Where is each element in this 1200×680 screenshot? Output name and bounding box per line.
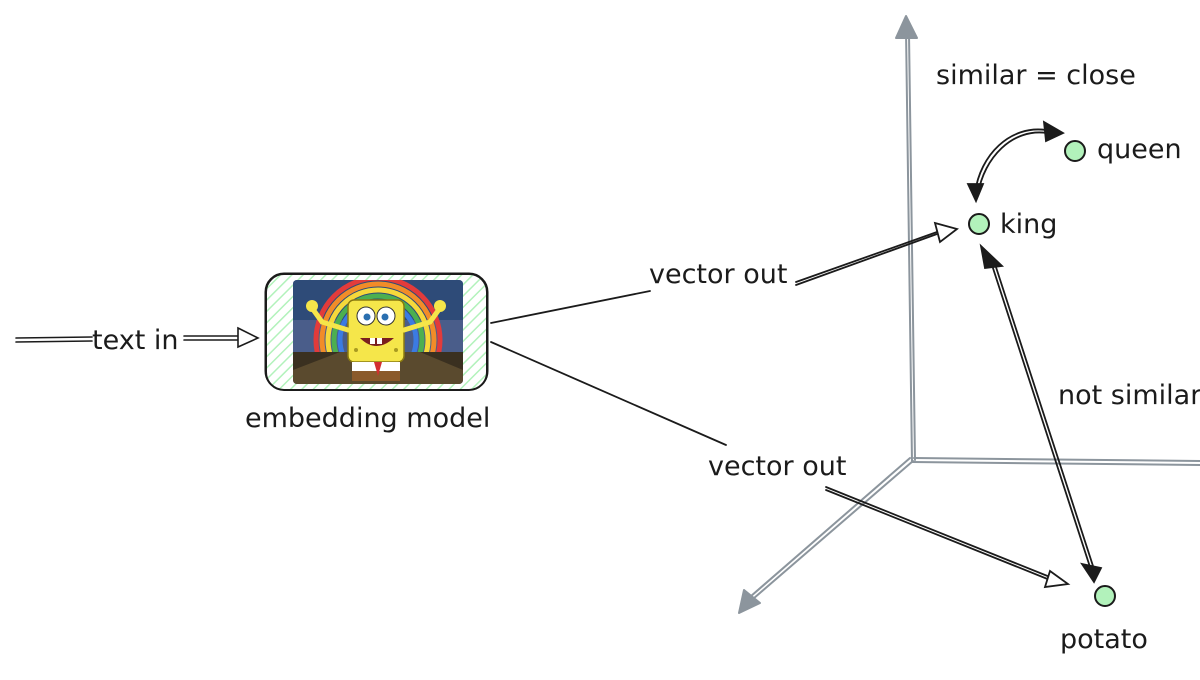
- z-axis-line: [745, 460, 914, 606]
- y-axis-arrowhead: [895, 15, 918, 39]
- y-axis-line: [905, 29, 913, 463]
- text-in-label: text in: [92, 325, 178, 356]
- queen-point: [1064, 140, 1086, 162]
- embedding-model-label: embedding model: [245, 403, 490, 434]
- y-axis-line-b: [908, 33, 916, 461]
- vector-out-top-label: vector out: [649, 259, 787, 290]
- not-similar-arrow: [979, 243, 1103, 584]
- embedding-model-box: [264, 272, 489, 391]
- z-axis-arrowhead: [738, 589, 761, 614]
- not-similar-label: not similar: [1058, 380, 1200, 411]
- similar-arrow: [966, 120, 1065, 204]
- text-in-arrow: [15, 326, 260, 349]
- x-axis-line-b: [913, 457, 1200, 462]
- z-axis-line-b: [742, 457, 911, 604]
- king-label: king: [1000, 209, 1057, 240]
- queen-label: queen: [1097, 134, 1182, 165]
- axes: [742, 29, 1200, 606]
- vector-out-bottom-label: vector out: [708, 451, 846, 482]
- similar-close-label: similar = close: [936, 60, 1136, 91]
- potato-point: [1094, 585, 1116, 607]
- vector-out-top-arrow: [490, 221, 959, 324]
- potato-label: potato: [1060, 624, 1148, 655]
- king-point: [968, 213, 990, 235]
- spongebob-image: [293, 280, 463, 384]
- vector-out-bottom-arrow: [490, 341, 1071, 589]
